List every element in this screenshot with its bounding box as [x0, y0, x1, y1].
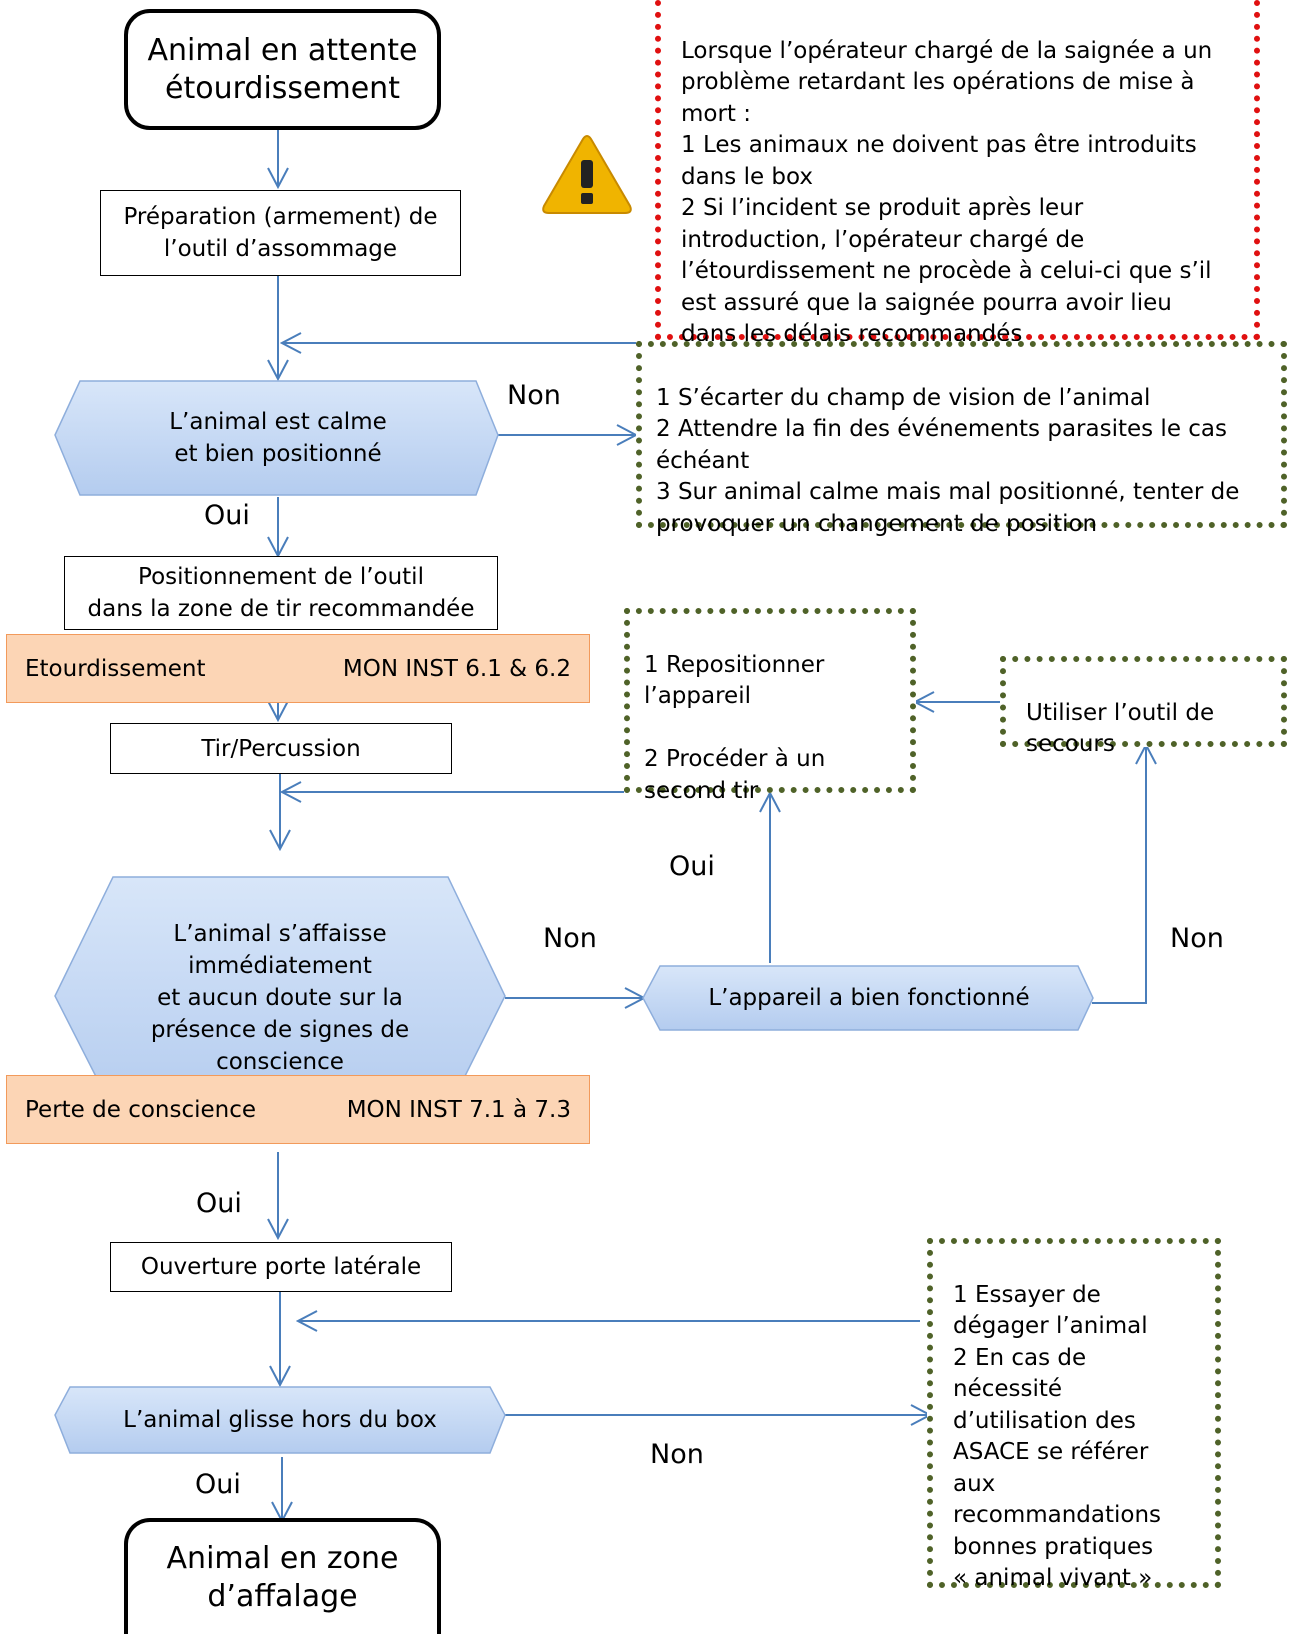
prep-box: Préparation (armement) de l’outil d’asso…: [100, 190, 461, 276]
decision-affaisse-label: L’animal s’affaisse immédiatement et auc…: [150, 921, 410, 1075]
perte-label: Perte de conscience: [25, 1096, 257, 1123]
decision-glisse-label: L’animal glisse hors du box: [123, 1407, 437, 1433]
decision-glisse-shape: [54, 1386, 506, 1454]
tir-label: Tir/Percussion: [201, 735, 361, 762]
decision-appareil-shape: [642, 965, 1094, 1031]
positionnement-box: Positionnement de l’outil dans la zone d…: [64, 556, 498, 630]
start-label: Animal en attente étourdissement: [147, 32, 418, 106]
prep-label: Préparation (armement) de l’outil d’asso…: [123, 204, 438, 262]
decision-calme-label: L’animal est calme et bien positionné: [169, 409, 387, 467]
etourdissement-label: Etourdissement: [25, 655, 206, 682]
decision-glisse: L’animal glisse hors du box: [70, 1387, 490, 1453]
note-reposition: 1 Repositionner l’appareil 2 Procéder à …: [624, 608, 916, 804]
decision-affaisse: L’animal s’affaisse immédiatement et auc…: [120, 880, 440, 1080]
tir-box: Tir/Percussion: [110, 723, 452, 774]
warning-icon: [542, 135, 632, 214]
glisse-non-label: Non: [650, 1439, 704, 1470]
note-asace-text: 1 Essayer de dégager l’animal 2 En cas d…: [953, 1281, 1162, 1592]
end-label: Animal en zone d’affalage: [166, 1541, 399, 1614]
note-calme: 1 S’écarter du champ de vision de l’anim…: [636, 341, 1287, 537]
decision-calme-shape: [54, 380, 499, 496]
calme-non-label: Non: [507, 380, 561, 411]
affaisse-non-label: Non: [543, 923, 597, 954]
note-saignee-text: Lorsque l’opérateur chargé de la saignée…: [681, 37, 1213, 348]
perte-bar: Perte de conscience MON INST 7.1 à 7.3: [6, 1075, 590, 1144]
note-calme-text: 1 S’écarter du champ de vision de l’anim…: [656, 384, 1240, 537]
end-terminal: Animal en zone d’affalage: [124, 1518, 441, 1634]
start-terminal: Animal en attente étourdissement: [124, 9, 441, 130]
decision-appareil-label: L’appareil a bien fonctionné: [708, 985, 1030, 1011]
note-secours: Utiliser l’outil de secours: [1000, 656, 1287, 757]
etourdissement-bar: Etourdissement MON INST 6.1 & 6.2: [6, 634, 590, 703]
decision-appareil: L’appareil a bien fonctionné: [660, 966, 1078, 1030]
decision-calme: L’animal est calme et bien positionné: [100, 381, 456, 495]
note-saignee: Lorsque l’opérateur chargé de la saignée…: [655, 0, 1260, 347]
appareil-non-label: Non: [1170, 923, 1224, 954]
ouverture-label: Ouverture porte latérale: [140, 1254, 422, 1280]
etourdissement-ref: MON INST 6.1 & 6.2: [342, 655, 571, 682]
ouverture-box: Ouverture porte latérale: [110, 1242, 452, 1292]
note-asace: 1 Essayer de dégager l’animal 2 En cas d…: [927, 1238, 1221, 1591]
appareil-oui-label: Oui: [669, 851, 715, 882]
glisse-oui-label: Oui: [195, 1469, 241, 1500]
calme-oui-label: Oui: [204, 500, 250, 531]
perte-ref: MON INST 7.1 à 7.3: [346, 1096, 571, 1123]
note-secours-text: Utiliser l’outil de secours: [1026, 699, 1215, 758]
note-reposition-text: 1 Repositionner l’appareil 2 Procéder à …: [644, 651, 826, 804]
positionnement-label: Positionnement de l’outil dans la zone d…: [87, 564, 475, 622]
perte-oui-label: Oui: [196, 1188, 242, 1219]
arrow-appareil-non: [1092, 745, 1146, 1004]
decision-shapes: [54, 380, 1094, 1454]
